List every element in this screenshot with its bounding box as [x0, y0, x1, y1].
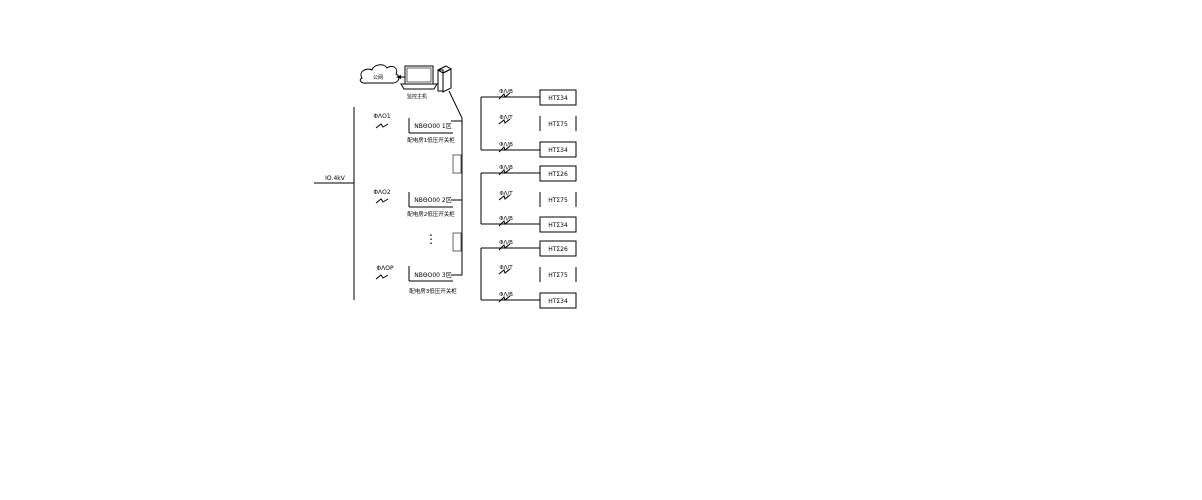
comm-line — [448, 90, 463, 276]
feeder-breaker-label: ΦΛΟΡ — [376, 265, 394, 272]
breaker-icon — [498, 295, 511, 303]
server-icon — [436, 65, 453, 93]
breaker-icon — [498, 243, 511, 251]
branch-breaker-label: ΦΛ/Τ — [499, 265, 513, 271]
branch-5: ΦΛ/Τ ΗΤΣ75 — [498, 191, 577, 207]
load-box — [539, 292, 577, 309]
feeder-1: ΦΛΟ1 ΝΒΘΟ00 1区 配电房1低压开关柜 — [373, 113, 455, 144]
feeder-breaker-label: ΦΛΟ2 — [373, 189, 391, 196]
branch-box-label: ΗΤΣ75 — [548, 197, 568, 204]
breaker-icon — [375, 274, 389, 280]
branch-breaker-label: ΦΛ/Β — [499, 292, 513, 298]
laptop-icon — [400, 65, 438, 90]
branch-6: ΦΛ/Β ΗΤΣ34 — [481, 216, 577, 233]
load-box — [539, 240, 577, 257]
branch-9: ΦΛ/Β ΗΤΣ34 — [481, 292, 577, 309]
load-box — [539, 165, 577, 182]
branch-7: ΦΛ/Β ΗΤΣ26 — [481, 240, 577, 257]
comm-label-box-2 — [452, 232, 462, 252]
branch-box-label: ΗΤΣ34 — [548, 298, 568, 305]
feeder-breaker-label: ΦΛΟ1 — [373, 113, 391, 120]
breaker-icon — [498, 145, 511, 153]
feeder-caption: 配电房3低压开关柜 — [409, 287, 457, 295]
breaker-icon — [498, 168, 511, 176]
arrow-icon — [396, 75, 401, 79]
branch-box-label: ΗΤΣ26 — [548, 171, 568, 178]
branch-box-label: ΗΤΣ34 — [548, 222, 568, 229]
feeder-meter-label: ΝΒΘΟ00 1区 — [414, 123, 451, 130]
branch-breaker-label: ΦΛ/Β — [499, 216, 513, 222]
branch-breaker-label: ΦΛ/Β — [499, 89, 513, 95]
breaker-icon — [498, 118, 511, 125]
breaker-icon — [498, 194, 511, 201]
cloud-label: 公网 — [373, 75, 383, 81]
feeder-3: ΦΛΟΡ ΝΒΘΟ00 3区 配电房3低压开关柜 — [375, 265, 457, 295]
cloud-icon: 公网 — [359, 64, 400, 84]
feeder-2: ΦΛΟ2 ΝΒΘΟ00 2区 配电房2低压开关柜 — [373, 189, 455, 218]
branch-4: ΦΛ/Β ΗΤΣ26 — [481, 165, 577, 182]
ellipsis: ⋮ — [425, 232, 437, 246]
breaker-icon — [375, 123, 389, 129]
breaker-icon — [375, 198, 389, 204]
branch-box-label: ΗΤΣ34 — [548, 95, 568, 102]
breaker-icon — [498, 92, 511, 100]
branch-3: ΦΛ/Β ΗΤΣ34 — [481, 141, 577, 158]
feeder-caption: 配电房1低压开关柜 — [407, 136, 455, 144]
feeder-meter-label: ΝΒΘΟ00 3区 — [414, 272, 451, 279]
branch-box-label: ΗΤΣ75 — [548, 272, 568, 279]
breaker-icon — [498, 268, 511, 275]
breaker-icon — [498, 219, 511, 227]
branch-box-label: ΗΤΣ75 — [548, 121, 568, 128]
feeder-caption: 配电房2低压开关柜 — [407, 210, 455, 218]
feeder-meter-label: ΝΒΘΟ00 2区 — [414, 197, 451, 204]
workstation-label: 监控主机 — [407, 93, 427, 100]
load-box — [539, 216, 577, 233]
branch-2: ΦΛ/Τ ΗΤΣ75 — [498, 115, 577, 131]
branch-breaker-label: ΦΛ/Τ — [499, 191, 513, 197]
incoming-label: ΙΟ.4kV — [325, 175, 346, 182]
branch-8: ΦΛ/Τ ΗΤΣ75 — [498, 265, 577, 282]
load-box — [539, 89, 577, 106]
branch-breaker-label: ΦΛ/Τ — [499, 115, 513, 121]
branch-1: ΦΛ/Β ΗΤΣ34 — [481, 89, 577, 106]
branch-box-label: ΗΤΣ34 — [548, 147, 568, 154]
load-box — [539, 141, 577, 158]
branch-breaker-label: ΦΛ/Β — [499, 165, 513, 171]
branch-breaker-label: ΦΛ/Β — [499, 142, 513, 148]
branch-breaker-label: ΦΛ/Β — [499, 240, 513, 246]
comm-label-box-1 — [452, 154, 462, 174]
branch-box-label: ΗΤΣ26 — [548, 246, 568, 253]
